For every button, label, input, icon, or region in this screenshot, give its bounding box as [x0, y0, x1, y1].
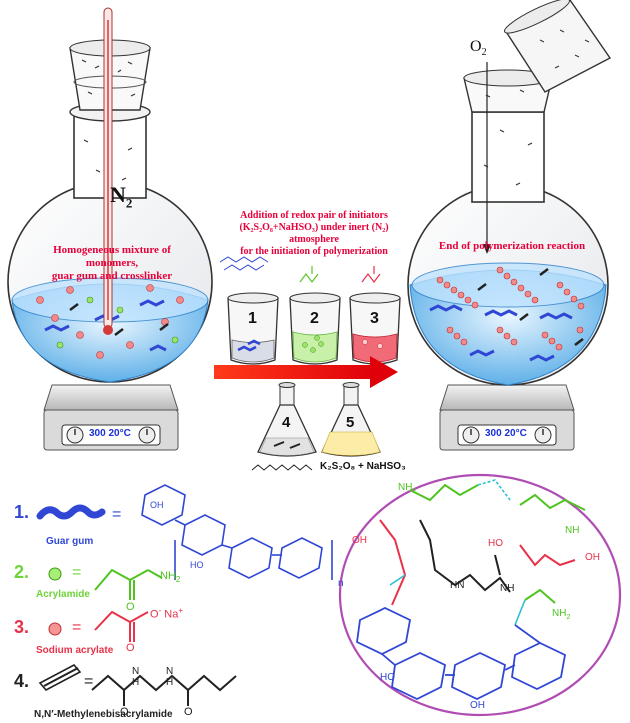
network-hn-label: HN — [450, 580, 465, 591]
beaker-3 — [349, 292, 401, 365]
beaker-1 — [227, 292, 279, 365]
nitrogen-label: N2 — [110, 182, 133, 211]
legend-mba: N,N′-Methylenebisacrylamide — [34, 709, 173, 720]
beaker-2-number: 2 — [310, 310, 319, 327]
legend-2-equals: = — [72, 564, 82, 581]
sodium-acrylate-structure — [94, 610, 149, 642]
left-hotplate — [43, 384, 179, 451]
initiator-label: K₂S₂O₈ + NaHSO₃ — [320, 461, 406, 472]
beakers-row — [219, 256, 401, 365]
monomer-particles — [36, 284, 184, 359]
acrylamide-nh2-label: NH2 — [160, 570, 181, 585]
network-ho-label: HO — [488, 538, 503, 549]
legend-2-number: 2. — [14, 562, 30, 582]
network-guar-ho-label: HO — [380, 672, 395, 683]
right-hotplate — [439, 384, 575, 451]
acrylamide-structure — [94, 568, 163, 600]
network-guar-oh-label: OH — [470, 700, 485, 711]
thermometer — [103, 7, 113, 335]
acrylate-o-label: O — [126, 642, 135, 654]
guar-ho-label: HO — [190, 560, 204, 570]
end-reaction-label: End of polymerization reaction — [438, 240, 586, 252]
legend-1-equals: = — [112, 506, 122, 523]
network-detail — [338, 473, 622, 717]
network-nh-label-2: NH — [500, 583, 515, 594]
right-reaction-flask — [407, 0, 612, 451]
network-oh-label-2: OH — [585, 552, 600, 563]
network-nh2-label: NH2 — [398, 482, 417, 495]
pouring-beaker — [503, 0, 612, 93]
legend-1-number: 1. — [14, 502, 30, 522]
network-nh2-label-2: NH2 — [552, 608, 571, 621]
flask-4-number: 4 — [282, 414, 291, 431]
legend-guar-gum: Guar gum — [46, 536, 94, 547]
legend-sodium-acrylate: Sodium acrylate — [36, 645, 114, 656]
left-hotplate-display: 300 20°C — [89, 428, 131, 439]
mba-o1-label: O — [120, 706, 129, 718]
legend-acrylamide: Acrylamide — [36, 589, 90, 600]
right-hotplate-display: 300 20°C — [485, 428, 527, 439]
beaker-3-number: 3 — [370, 310, 379, 327]
left-reaction-flask — [7, 7, 213, 451]
legend-3-equals: = — [72, 619, 82, 636]
acrylate-ona-label: O- Na+ — [150, 606, 184, 621]
reaction-arrow — [214, 356, 398, 388]
polymer-network — [436, 266, 585, 351]
flask-5 — [321, 382, 381, 457]
flask-5-number: 5 — [346, 414, 355, 431]
mba-o2-label: O — [184, 706, 193, 718]
guar-oh-label: OH — [150, 500, 164, 510]
mba-mini-structure — [251, 464, 313, 471]
guar-gum-structure — [141, 484, 333, 580]
legend-3-number: 3. — [14, 617, 30, 637]
guar-n-subscript: n — [338, 578, 344, 589]
legend-icons — [36, 504, 106, 692]
oxygen-label: O2 — [470, 38, 487, 59]
network-nh-label: NH — [565, 525, 580, 536]
network-oh-label-1: OH — [352, 535, 367, 546]
beaker-2 — [289, 292, 341, 365]
flask-4 — [257, 382, 317, 457]
legend-4-equals: = — [84, 673, 94, 690]
initiator-step-text: Addition of redox pair of initiators (K₂… — [239, 210, 389, 257]
mba-structure — [91, 674, 237, 706]
legend-4-number: 4. — [14, 671, 30, 691]
mixture-label: Homogeneous mixture of monomers, guar gu… — [51, 244, 173, 282]
acrylamide-o-label: O — [126, 601, 135, 613]
beaker-1-number: 1 — [248, 310, 257, 327]
